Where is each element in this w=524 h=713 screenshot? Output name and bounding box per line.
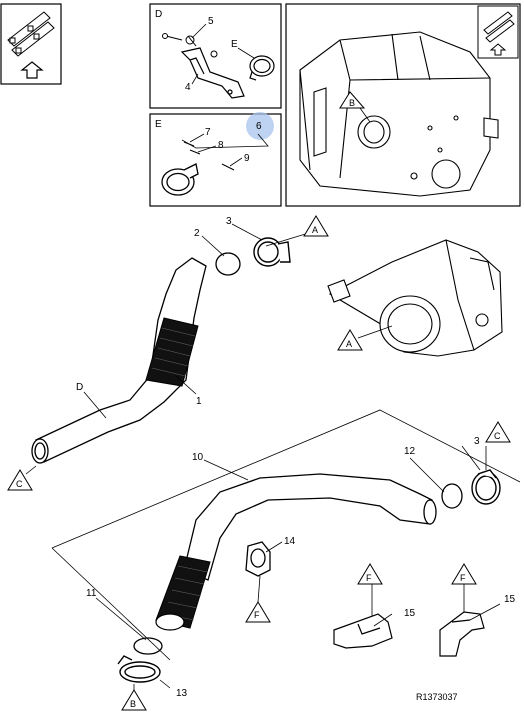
marker-f-bracket-a: F [357,563,383,585]
label-part-3-upper: 3 [226,216,232,227]
gasket-12 [441,483,463,509]
detail-view-d: D 5 E 4 [149,3,282,109]
svg-text:B: B [349,98,355,108]
svg-text:B: B [130,699,136,709]
overview-view: B [285,3,521,207]
detail-e-letter: E [155,119,162,130]
marker-a-lower: A [337,329,363,351]
aftertreatment-unit [299,31,499,197]
bracket-part-4 [180,47,245,99]
svg-text:A: A [346,339,352,349]
clamp-14 [245,541,271,577]
clamp-13 [117,655,161,683]
overview-orientation-icon [477,5,519,59]
label-part-6: 6 [256,121,262,132]
label-part-15b: 15 [504,594,516,605]
svg-text:F: F [366,573,372,583]
label-part-4: 4 [185,82,191,93]
overview-marker-b: B [339,91,371,123]
figure-reference-id: R1373037 [416,692,458,702]
clamp-3-upper [253,237,291,267]
exhaust-pipe-d [31,257,207,464]
marker-a-upper: A [303,215,329,237]
label-part-2: 2 [194,228,200,239]
marker-c-left: C [7,469,33,491]
orientation-box [0,3,62,85]
svg-text:C: C [16,479,23,489]
svg-text:F: F [254,610,260,620]
label-part-8: 8 [218,140,224,151]
clamp-detail-d [249,55,275,81]
label-part-14: 14 [284,536,296,547]
callout-highlight [246,112,274,140]
turbo-outlet-assembly [327,239,503,357]
label-part-11: 11 [86,588,97,599]
label-part-15a: 15 [404,608,416,619]
label-part-3-lower: 3 [474,436,480,447]
clamp-detail-e [161,163,199,196]
svg-text:A: A [312,225,318,235]
bracket-15a [333,613,393,649]
leader-lines [25,223,521,692]
svg-text:C: C [494,431,501,441]
marker-f-center: F [245,601,271,623]
clamp-bolts [183,141,235,171]
label-part-5: 5 [208,16,214,27]
svg-text:F: F [460,573,466,583]
label-part-12: 12 [404,446,416,457]
label-part-9: 9 [244,153,250,164]
marker-f-bracket-b: F [451,563,477,585]
detail-d-letter: D [155,9,162,20]
forward-arrow-icon [20,61,44,79]
flex-hose-1 [145,317,199,387]
truck-orientation-icon [7,11,55,57]
bracket-15b [439,611,485,657]
gasket-11-ring [133,637,163,655]
exhaust-pipe-10 [183,473,437,581]
gasket-2 [215,252,241,276]
detail-view-e: E 6 7 8 9 [149,112,282,207]
flex-hose-11 [155,555,211,631]
label-part-10: 10 [192,452,204,463]
label-pipe-d: D [76,382,83,393]
clamp-3-lower [471,469,501,505]
label-part-13: 13 [176,688,188,699]
marker-c-right: C [485,421,511,443]
label-part-7: 7 [205,127,211,138]
label-part-1: 1 [196,396,202,407]
marker-b-lower: B [121,689,147,711]
label-detail-e-ref: E [231,39,238,50]
